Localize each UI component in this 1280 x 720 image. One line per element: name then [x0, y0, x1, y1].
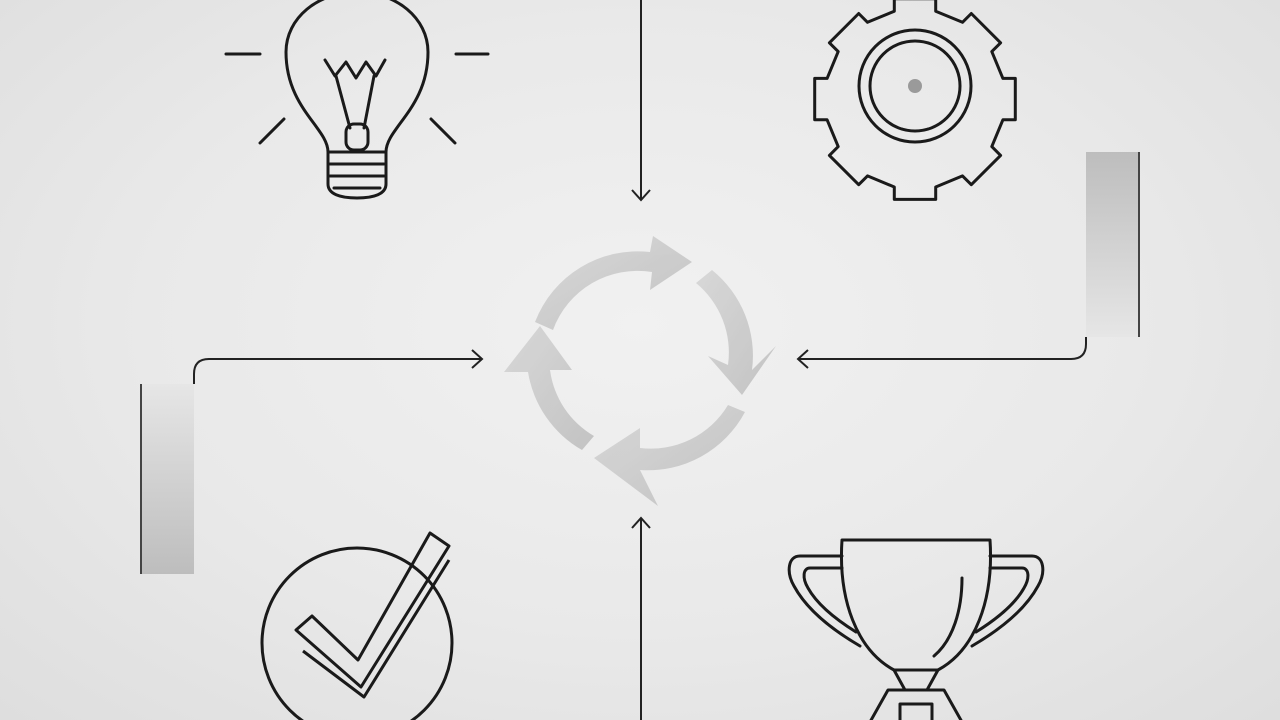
arrow-bottom — [631, 516, 651, 720]
arrow-right-connector — [796, 152, 1140, 369]
lightbulb-icon — [224, 0, 490, 200]
checkmark-circle-icon — [260, 531, 454, 720]
cycle-arrows-icon — [504, 236, 776, 506]
trophy-icon — [787, 538, 1045, 720]
arrow-left-connector — [140, 349, 484, 574]
gear-icon — [813, 0, 1017, 201]
arrow-top — [631, 0, 651, 202]
